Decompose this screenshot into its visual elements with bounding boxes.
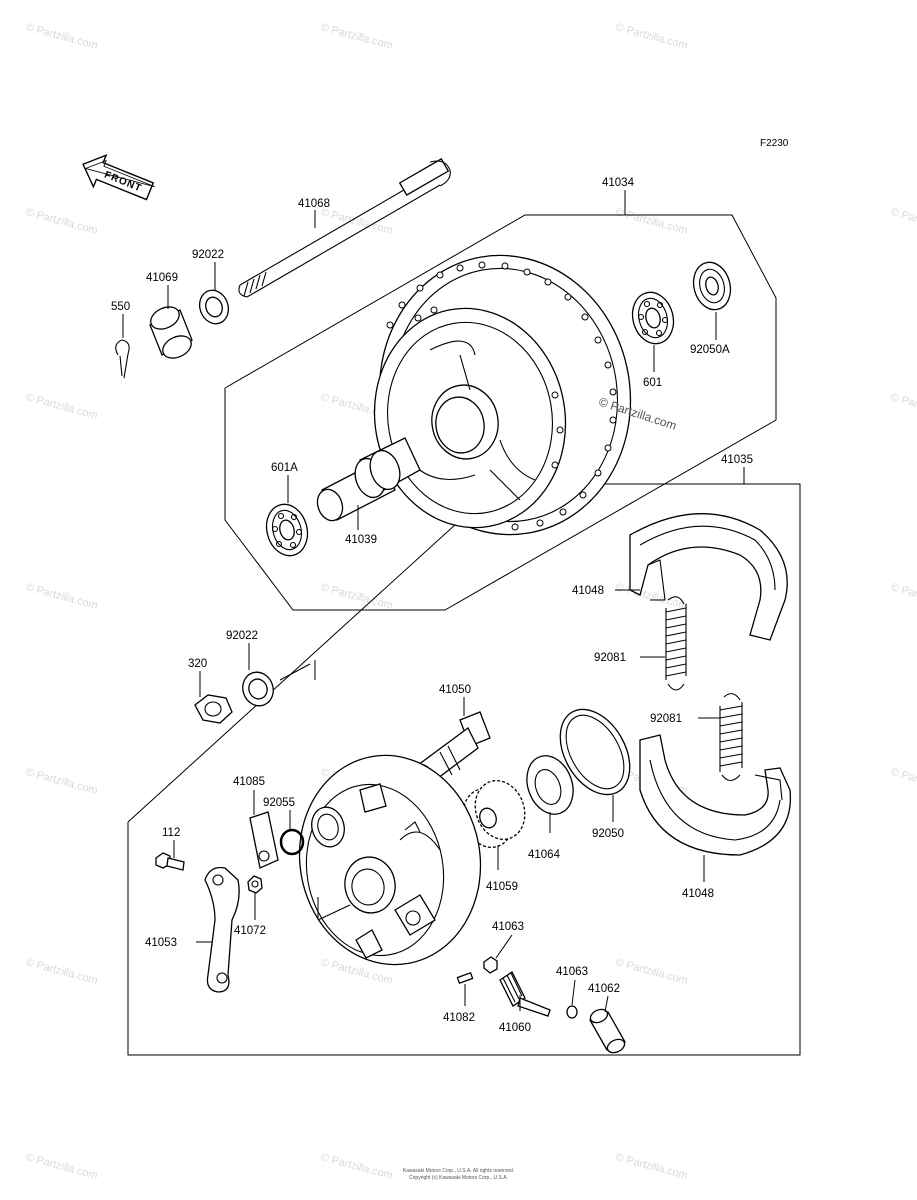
copyright-line: Copyright (c) Kawasaki Motors Corp., U.S… <box>409 1175 508 1181</box>
brake-group-outline <box>127 483 801 1056</box>
part-label-41082: 41082 <box>443 1012 475 1024</box>
brake-lever-plate <box>249 811 279 869</box>
part-label-601: 601 <box>643 377 662 389</box>
washer <box>566 1005 578 1019</box>
dowel-pin <box>456 971 474 985</box>
bearing <box>265 503 309 557</box>
hub-group-outline <box>224 214 777 611</box>
watermark: © Partzilla.com <box>24 391 99 422</box>
distance-collar <box>316 437 421 522</box>
brake-spring <box>719 693 743 782</box>
watermark: © Partzilla.com <box>889 391 917 422</box>
brake-shoe <box>629 513 788 641</box>
bearing <box>631 291 675 345</box>
spacer-collar <box>149 306 193 359</box>
part-label-92081: 92081 <box>650 713 682 725</box>
brake-spring <box>665 596 687 691</box>
part-label-320: 320 <box>188 658 207 670</box>
part-label-92022: 92022 <box>192 249 224 261</box>
part-label-41063: 41063 <box>492 921 524 933</box>
watermark: © Partzilla.com <box>24 956 99 987</box>
part-label-41069: 41069 <box>146 272 178 284</box>
part-label-41059: 41059 <box>486 881 518 893</box>
part-label-41053: 41053 <box>145 937 177 949</box>
hub-spoke-holes <box>386 261 617 531</box>
brake-shoe <box>639 734 792 856</box>
nut <box>247 875 263 894</box>
part-label-112: 112 <box>162 827 180 839</box>
speedometer-gear <box>462 779 526 849</box>
part-label-41048: 41048 <box>682 888 714 900</box>
watermark: © Partzilla.com <box>614 1151 689 1182</box>
part-label-92050A: 92050A <box>690 344 730 356</box>
part-label-41039: 41039 <box>345 534 377 546</box>
part-label-41060: 41060 <box>499 1022 531 1034</box>
seal-ring <box>559 708 631 796</box>
axle-nut <box>194 694 233 724</box>
part-label-41085: 41085 <box>233 776 265 788</box>
watermark: © Partzilla.com <box>24 206 99 237</box>
part-label-41034: 41034 <box>602 177 635 189</box>
copyright-line: Kawasaki Motors Corp., U.S.A. All rights… <box>402 1168 515 1174</box>
part-label-92050: 92050 <box>592 828 624 840</box>
watermark: © Partzilla.com <box>889 206 917 237</box>
part-label-41048: 41048 <box>572 585 604 597</box>
watermark: © Partzilla.com <box>24 1151 99 1182</box>
washer <box>242 671 274 707</box>
watermark: © Partzilla.com <box>614 21 689 52</box>
part-label-550: 550 <box>111 301 130 313</box>
part-label-41050: 41050 <box>439 684 471 696</box>
part-label-92022: 92022 <box>226 630 258 642</box>
diagram-code: F2230 <box>760 138 789 149</box>
cotter-pin <box>115 339 130 379</box>
watermark: © Partzilla.com <box>319 21 394 52</box>
washer <box>483 956 498 974</box>
watermark: © Partzilla.com <box>319 581 394 612</box>
brake-lever <box>204 866 240 993</box>
watermark: © Partzilla.com <box>614 956 689 987</box>
oil-seal <box>692 261 732 311</box>
part-label-41064: 41064 <box>528 849 561 861</box>
pinion-shaft <box>499 971 551 1017</box>
axle <box>238 158 451 298</box>
part-label-92055: 92055 <box>263 797 295 809</box>
wheel-hub <box>373 254 632 536</box>
front-arrow-icon: FRONT <box>82 154 155 201</box>
part-label-41063: 41063 <box>556 966 588 978</box>
bushing <box>589 1008 626 1054</box>
watermark: © Partzilla.com <box>889 581 917 612</box>
part-label-41035: 41035 <box>721 454 753 466</box>
washer <box>198 289 230 325</box>
watermark: © Partzilla.com <box>24 766 99 797</box>
part-label-41072: 41072 <box>234 925 266 937</box>
part-label-92081: 92081 <box>594 652 626 664</box>
part-label-41068: 41068 <box>298 198 330 210</box>
o-ring <box>279 828 305 856</box>
part-label-601A: 601A <box>271 462 298 474</box>
watermark: © Partzilla.com <box>889 766 917 797</box>
wear-indicator <box>526 755 574 815</box>
watermark: © Partzilla.com <box>24 21 99 52</box>
bolt <box>155 852 185 871</box>
part-label-41062: 41062 <box>588 983 620 995</box>
watermark: © Partzilla.com <box>24 581 99 612</box>
brake-panel <box>298 754 482 966</box>
